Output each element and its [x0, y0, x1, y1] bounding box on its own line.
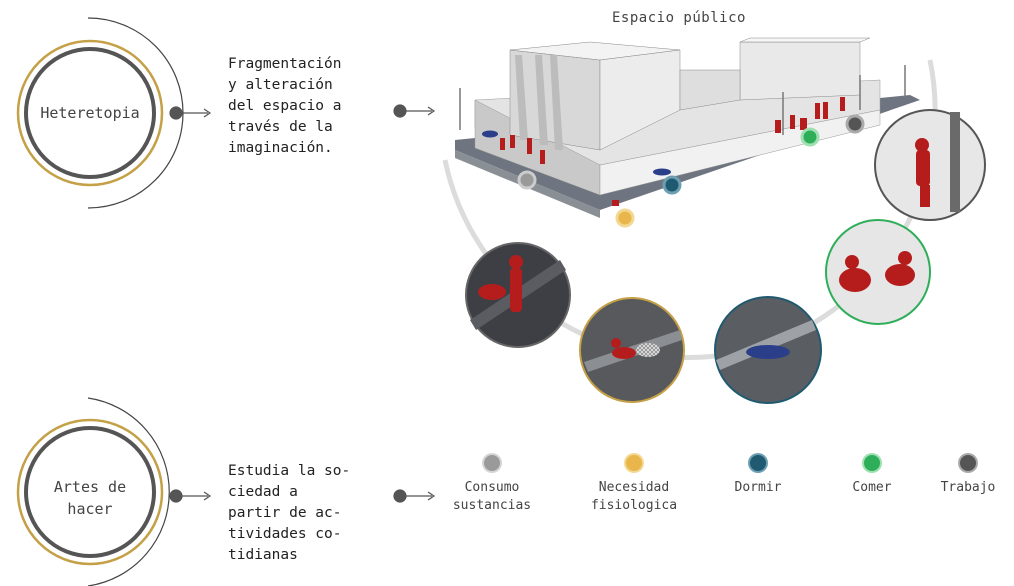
legend-dot-consumo [484, 455, 500, 471]
concept-heteretopia-label: Heteretopia [40, 104, 140, 122]
illustration-title: Espacio público [612, 10, 746, 26]
legend-item-consumo: Consumo sustancias [437, 455, 547, 515]
artes-rings [16, 397, 170, 586]
building-illustration [455, 37, 920, 218]
concept-heteretopia-description: Fragmentación y alteración del espacio a… [228, 56, 342, 156]
legend-dot-trabajo [960, 455, 976, 471]
legend-item-comer: Comer [817, 455, 927, 497]
connector-arrows [169, 104, 436, 503]
zoom-necesidad [579, 297, 685, 403]
zoom-comer [825, 219, 931, 325]
legend-label-dormir: Dormir [734, 480, 782, 495]
concept-artes-label: Artes de hacer [53, 478, 127, 518]
zoom-consumo [465, 242, 571, 348]
legend-dot-necesidad [626, 455, 642, 471]
legend-label-trabajo: Trabajo [940, 480, 996, 495]
zoom-trabajo [874, 109, 986, 221]
legend-label-necesidad: Necesidad fisiologica [590, 480, 678, 513]
illustration-markers [517, 114, 865, 228]
legend-dot-dormir [750, 455, 766, 471]
legend-item-dormir: Dormir [703, 455, 813, 497]
legend-item-trabajo: Trabajo [925, 455, 1011, 497]
legend-dot-comer [864, 455, 880, 471]
legend-label-consumo: Consumo sustancias [452, 480, 532, 513]
legend-item-necesidad: Necesidad fisiologica [579, 455, 689, 515]
legend-label-comer: Comer [852, 480, 892, 495]
zoom-dormir [714, 296, 822, 404]
concept-artes-description: Estudia la so- ciedad a partir de ac- ti… [228, 463, 351, 563]
